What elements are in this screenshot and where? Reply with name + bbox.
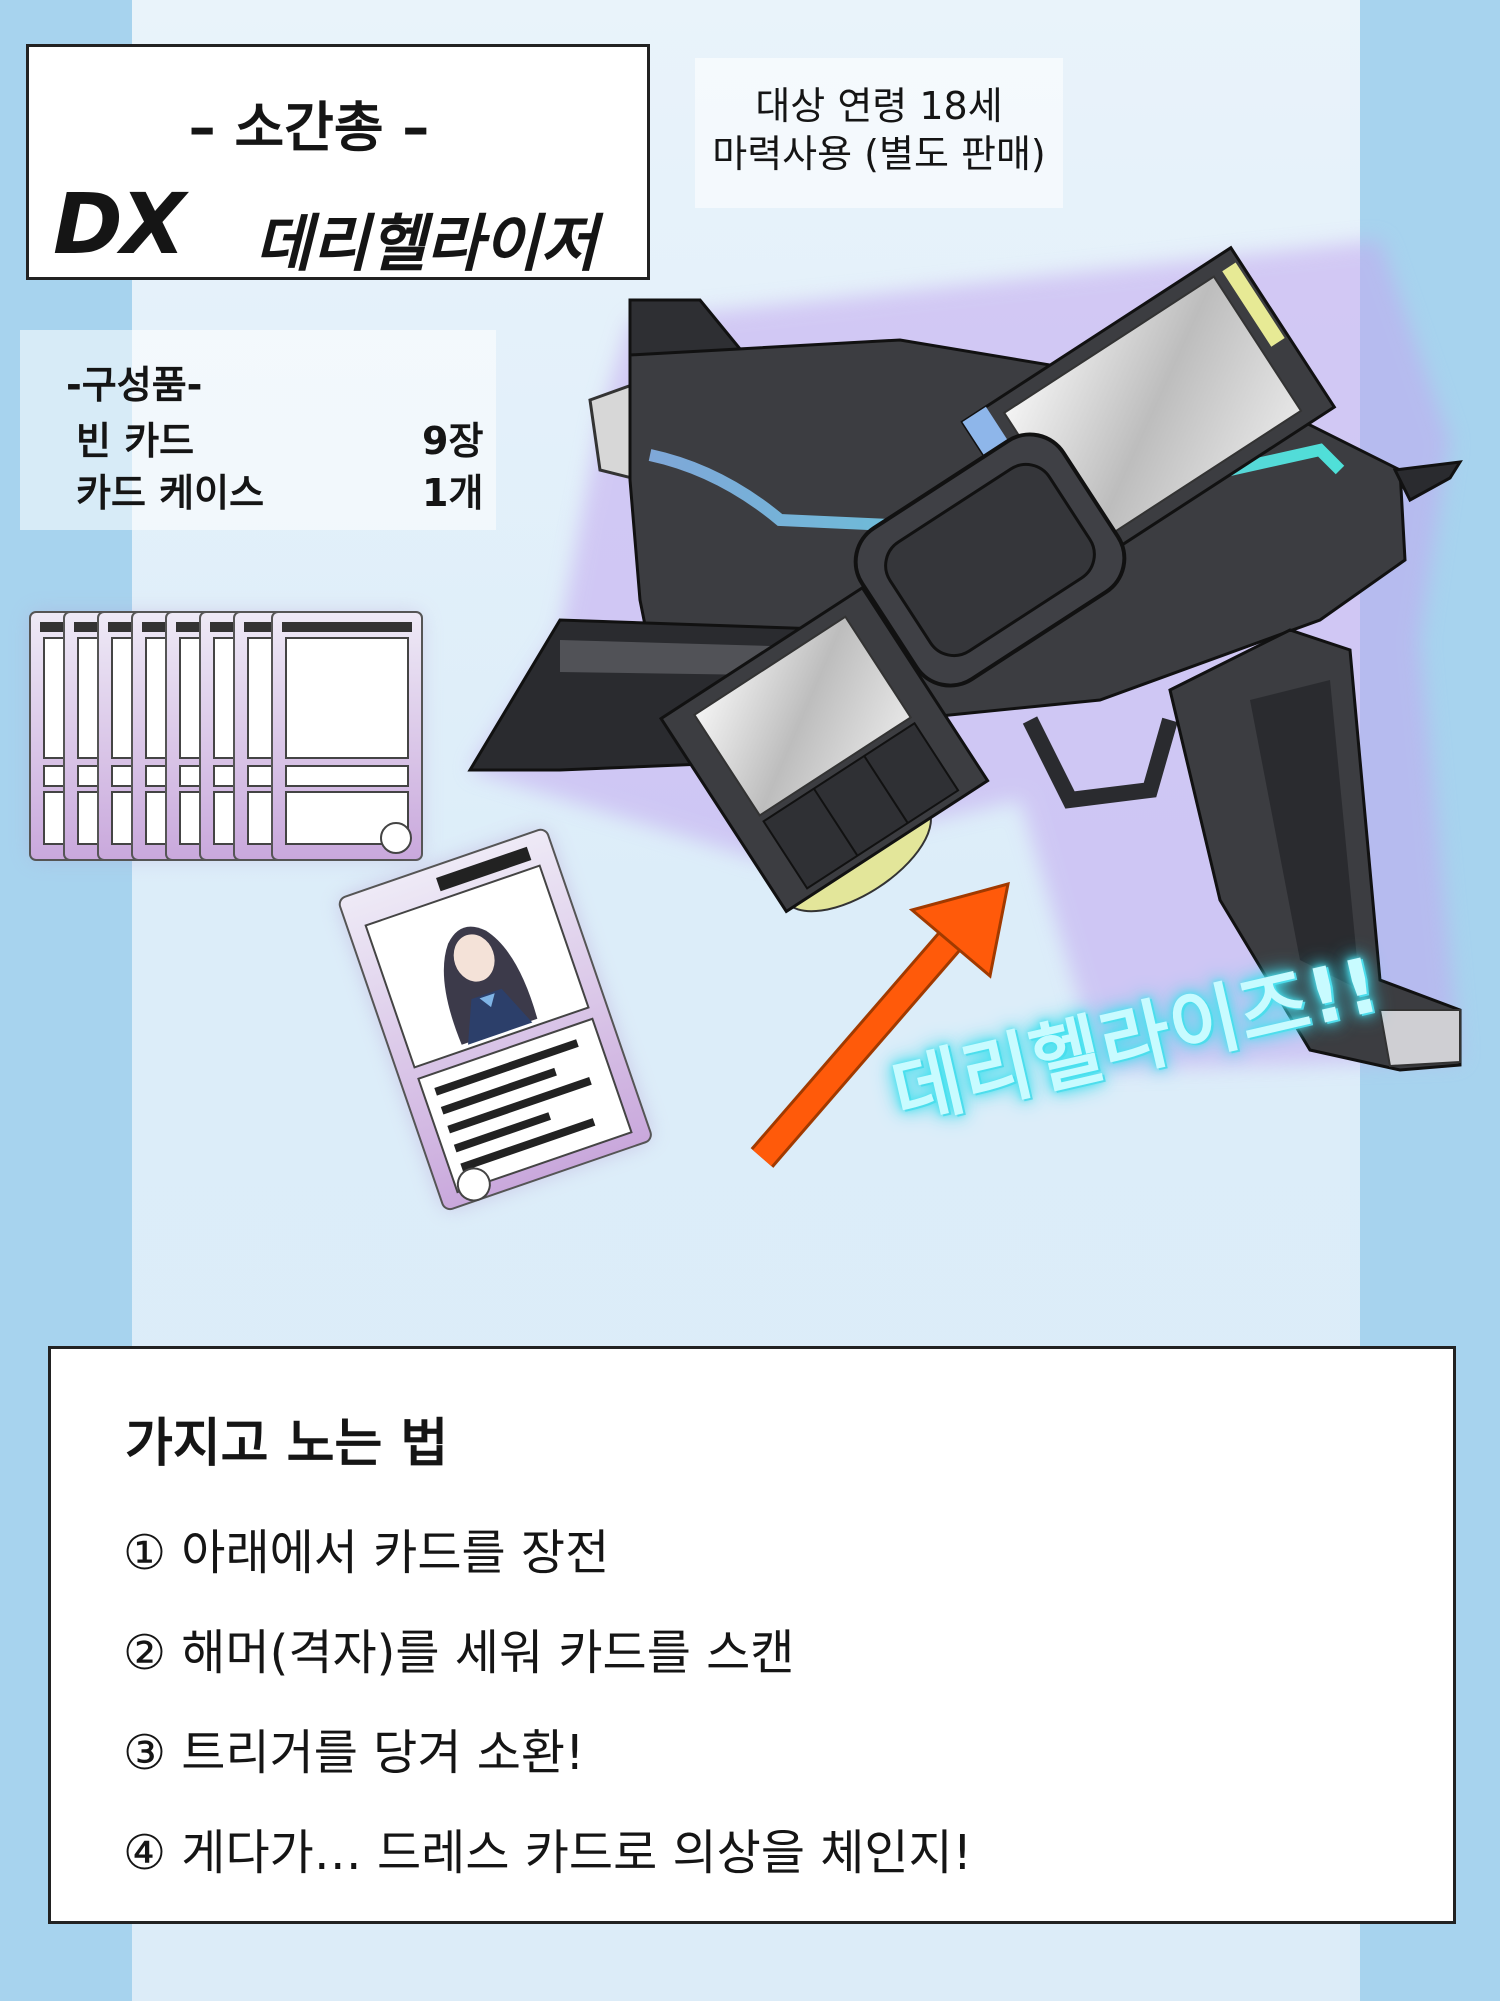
howto-box: 가지고 노는 법 ① 아래에서 카드를 장전 ② 해머(격자)를 세워 카드를 … bbox=[48, 1346, 1456, 1924]
gun-illustration bbox=[467, 240, 1463, 1072]
howto-step: ① 아래에서 카드를 장전 bbox=[123, 1525, 610, 1581]
character-portrait bbox=[443, 926, 538, 1045]
product-name: 데리헬라이저 bbox=[255, 207, 598, 280]
howto-step: ② 해머(격자)를 세워 카드를 스캔 bbox=[123, 1625, 795, 1681]
blank-card-stack bbox=[29, 611, 423, 861]
age-notice-line-2: 마력사용 (별도 판매) bbox=[712, 132, 1046, 176]
age-notice: 대상 연령 18세 마력사용 (별도 판매) bbox=[695, 58, 1063, 208]
contents-item-name: 빈 카드 bbox=[76, 419, 195, 463]
contents-item-qty: 1개 bbox=[422, 471, 484, 515]
product-category: – 소간총 – bbox=[188, 96, 430, 159]
contents-item-name: 카드 케이스 bbox=[76, 471, 265, 515]
product-title-box: – 소간총 – DX 데리헬라이저 bbox=[26, 44, 650, 280]
arrow bbox=[750, 881, 1010, 1168]
contents-list: -구성품- 빈 카드 9장 카드 케이스 1개 bbox=[20, 330, 496, 530]
product-dx-label: DX bbox=[53, 175, 185, 273]
howto-title: 가지고 노는 법 bbox=[125, 1414, 449, 1474]
howto-step: ④ 게다가… 드레스 카드로 의상을 체인지! bbox=[123, 1825, 972, 1881]
contents-title: -구성품- bbox=[66, 363, 203, 407]
age-notice-line-1: 대상 연령 18세 bbox=[755, 84, 1003, 128]
contents-item-qty: 9장 bbox=[422, 419, 484, 463]
character-card bbox=[338, 828, 652, 1211]
howto-step: ③ 트리거를 당겨 소환! bbox=[123, 1725, 585, 1781]
